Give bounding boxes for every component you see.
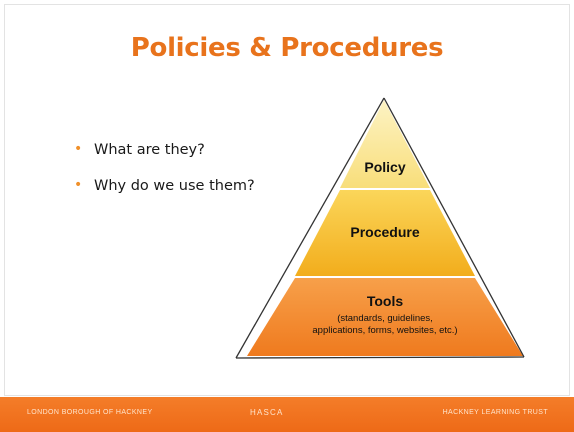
- bullet-item: • What are they?: [74, 141, 255, 158]
- pyramid-level-procedure: [295, 190, 475, 276]
- pyramid-sublabel-tools-line2: applications, forms, websites, etc.): [312, 325, 457, 336]
- pyramid-label-procedure: Procedure: [350, 224, 419, 240]
- pyramid-sublabel-tools-line1: (standards, guidelines,: [337, 313, 433, 324]
- footer-right-text: HACKNEY LEARNING TRUST: [442, 409, 548, 416]
- bullet-dot-icon: •: [74, 141, 83, 157]
- pyramid-edge: [235, 356, 525, 359]
- pyramid-level-tools: [247, 278, 523, 356]
- footer-bar: LONDON BOROUGH OF HACKNEY HASCA HACKNEY …: [0, 397, 574, 432]
- bullet-list: • What are they? • Why do we use them?: [74, 141, 255, 214]
- pyramid-edge: [383, 97, 525, 358]
- footer-logo-text: HASCA: [250, 408, 284, 417]
- bullet-item: • Why do we use them?: [74, 177, 255, 194]
- bullet-dot-icon: •: [74, 177, 83, 193]
- pyramid-label-policy: Policy: [364, 159, 405, 175]
- bullet-text: What are they?: [94, 142, 205, 158]
- footer-left-text: LONDON BOROUGH OF HACKNEY: [27, 409, 153, 416]
- slide-frame: [4, 4, 570, 396]
- bullet-text: Why do we use them?: [94, 178, 255, 194]
- pyramid-edge: [235, 97, 385, 359]
- slide-title: Policies & Procedures: [130, 33, 444, 63]
- pyramid-label-tools: Tools: [367, 293, 404, 309]
- pyramid-level-policy: [340, 100, 430, 188]
